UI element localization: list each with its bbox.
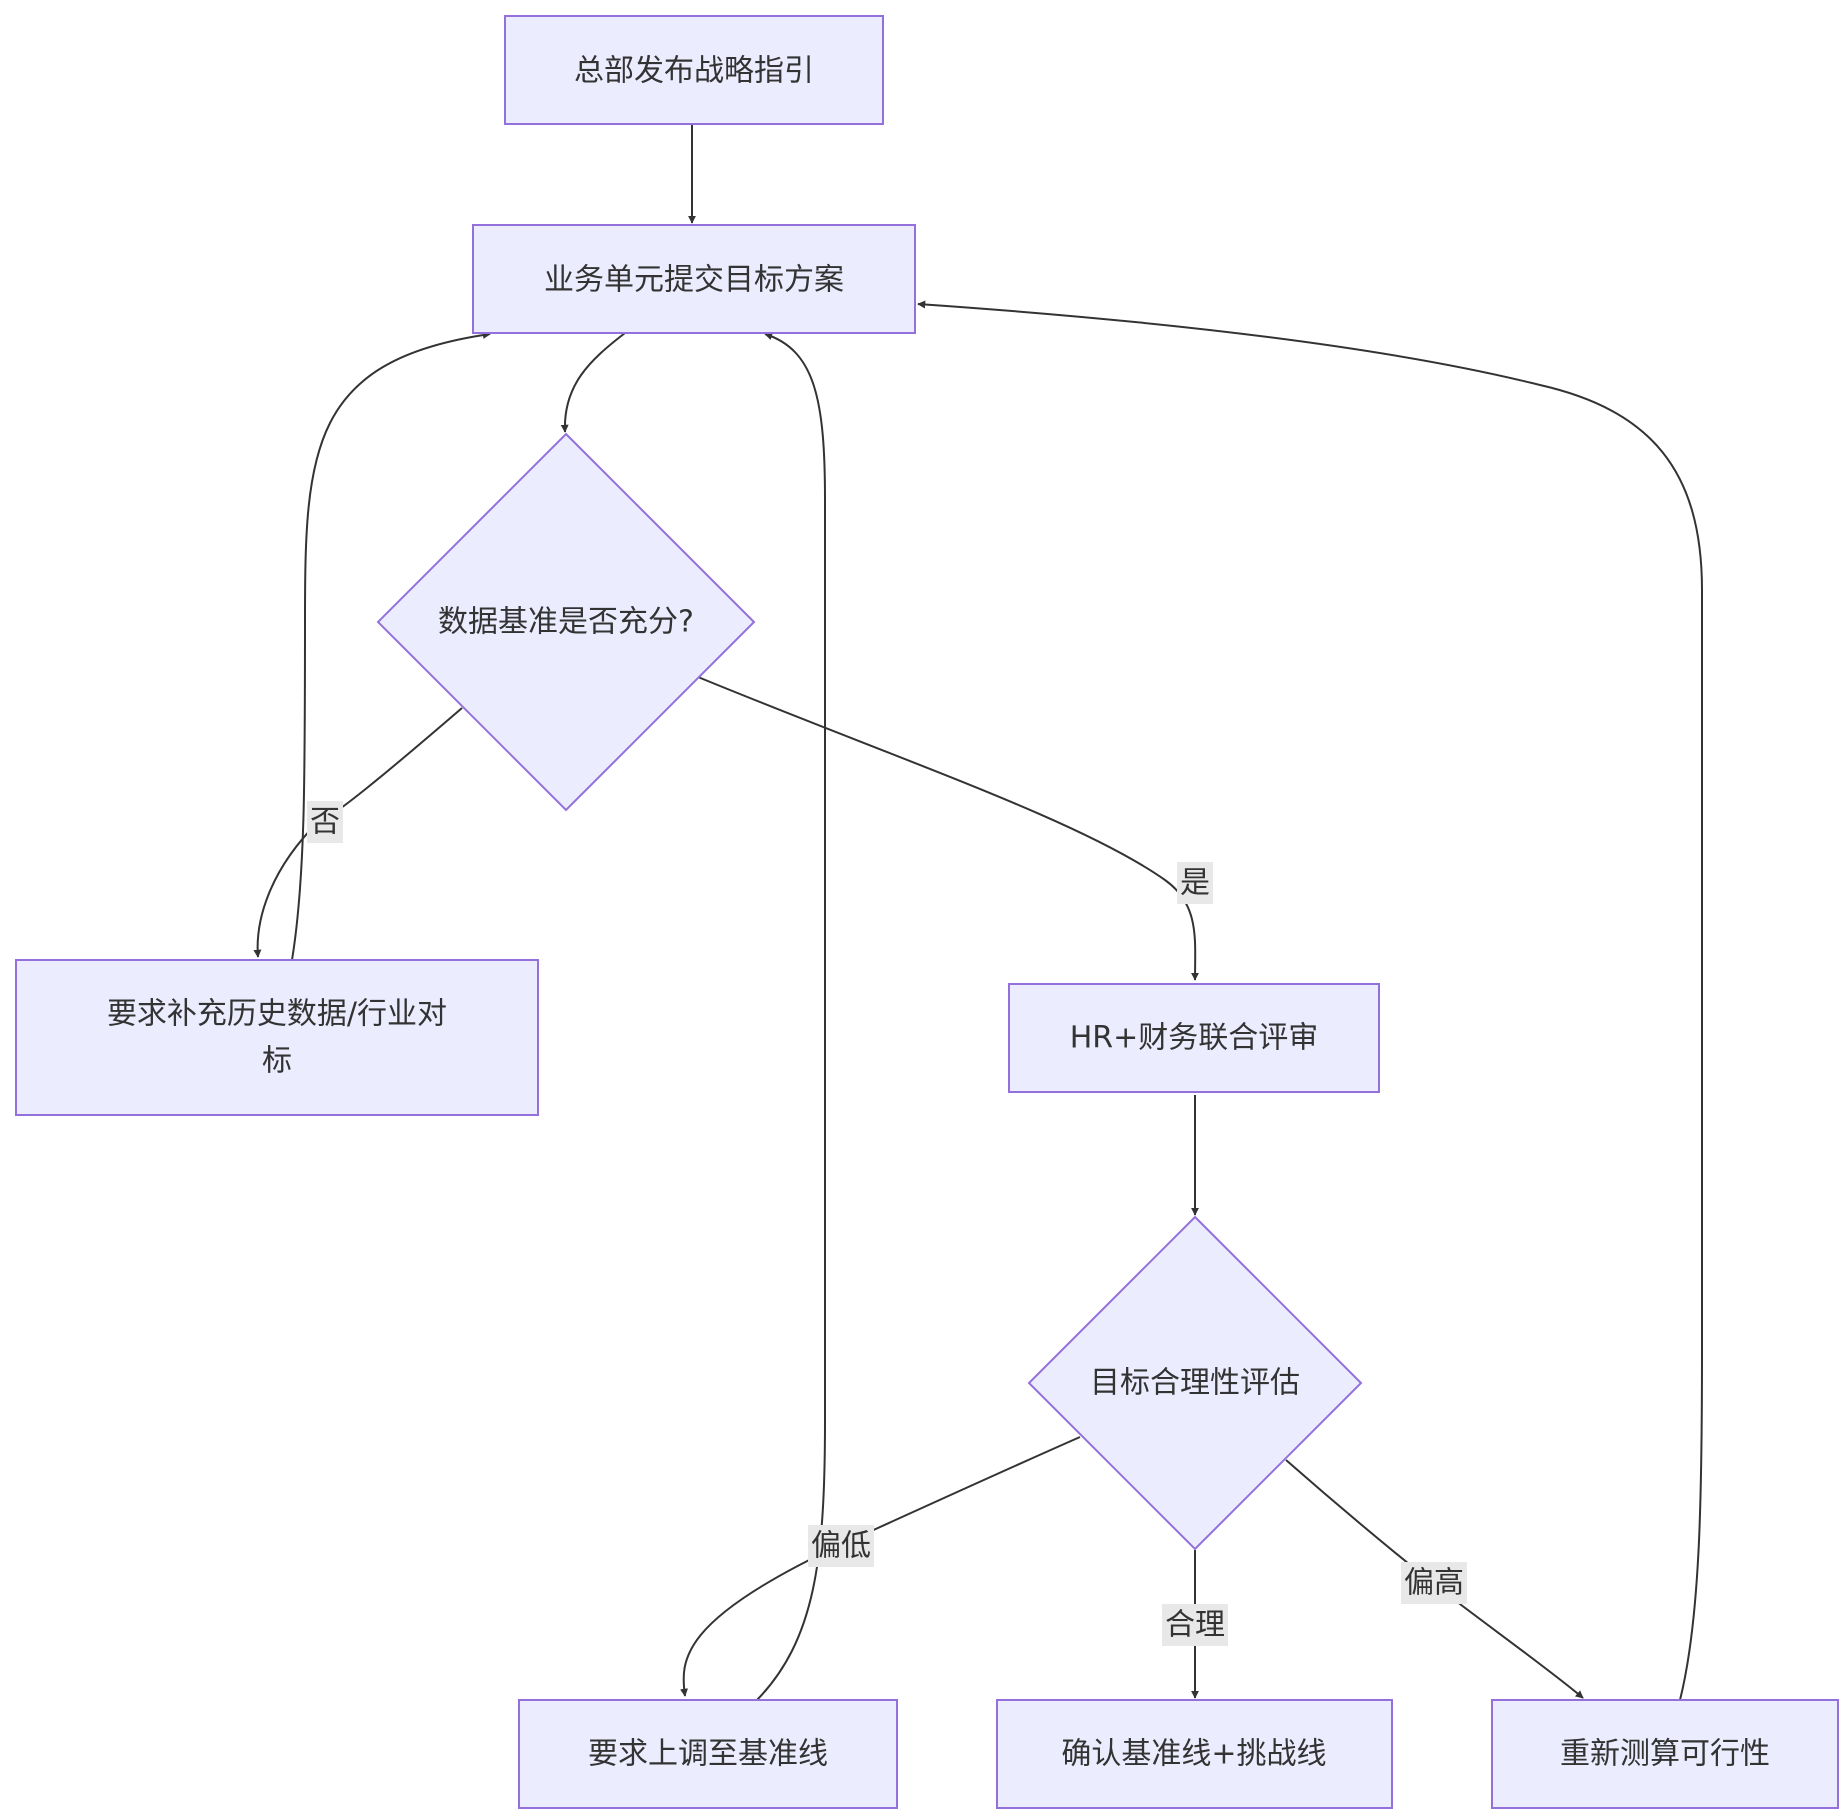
edge-submit-to-data-check [560,332,626,433]
edge-label-high: 偏高 [1401,1562,1467,1604]
edge-supplement-to-submit [291,331,491,961]
node-supplement-label-line1: 要求补充历史数据/行业对 [107,997,447,1032]
node-evaluate-label: 目标合理性评估 [1090,1366,1300,1401]
node-submit-label: 业务单元提交目标方案 [544,263,844,298]
node-confirm[interactable]: 确认基准线+挑战线 [996,1699,1393,1809]
edge-label-low-text: 偏低 [811,1529,871,1564]
edge-label-no: 否 [307,801,343,843]
node-raise[interactable]: 要求上调至基准线 [518,1699,898,1809]
node-recalc[interactable]: 重新测算可行性 [1491,1699,1839,1809]
node-data-check[interactable]: 数据基准是否充分? [376,432,756,812]
node-recalc-label: 重新测算可行性 [1560,1737,1770,1772]
node-confirm-label: 确认基准线+挑战线 [1061,1737,1326,1772]
node-submit[interactable]: 业务单元提交目标方案 [472,224,916,334]
node-data-check-label: 数据基准是否充分? [438,605,694,640]
node-supplement[interactable]: 要求补充历史数据/行业对 标 [15,959,539,1116]
node-joint-review[interactable]: HR+财务联合评审 [1008,983,1380,1093]
edge-data-check-to-supplement [253,707,463,958]
edge-label-high-text: 偏高 [1404,1566,1464,1601]
node-joint-review-label: HR+财务联合评审 [1070,1021,1319,1056]
node-start-label: 总部发布战略指引 [574,54,814,89]
edge-label-low: 偏低 [808,1525,874,1567]
node-raise-label: 要求上调至基准线 [588,1737,828,1772]
edge-data-check-to-joint-review [697,676,1200,981]
edge-label-no-text: 否 [310,805,340,840]
node-evaluate[interactable]: 目标合理性评估 [1027,1215,1363,1551]
edge-raise-to-submit [756,332,827,1701]
node-start[interactable]: 总部发布战略指引 [504,15,884,125]
edge-label-reasonable: 合理 [1162,1604,1228,1646]
edge-evaluate-to-raise [680,1436,1081,1697]
edge-label-yes-text: 是 [1180,866,1210,901]
edge-label-reasonable-text: 合理 [1165,1608,1225,1643]
edge-label-yes: 是 [1177,862,1213,904]
node-supplement-label-line2: 标 [262,1044,292,1079]
edge-recalc-to-submit [917,300,1703,1701]
